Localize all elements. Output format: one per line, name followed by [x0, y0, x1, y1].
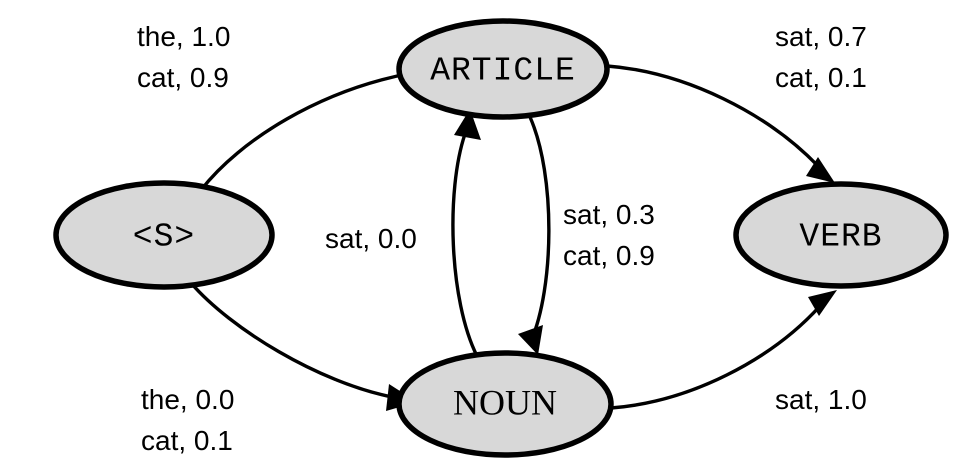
- node-verb-label: VERB: [799, 219, 882, 256]
- edge-article-to-noun: [518, 116, 551, 355]
- node-start-ellipse[interactable]: [53, 180, 275, 290]
- edge-label-line: cat, 0.1: [775, 62, 867, 93]
- node-noun-label: NOUN: [453, 382, 557, 422]
- edge-path-start-to-article: [199, 71, 413, 192]
- edge-label-line: the, 0.0: [141, 384, 235, 415]
- edge-label-noun-to-article: sat, 0.0: [325, 218, 417, 259]
- node-article-ellipse[interactable]: [396, 18, 610, 120]
- edge-label-start-to-article: the, 1.0 cat, 0.9: [137, 16, 230, 98]
- edge-label-start-to-noun: the, 0.0 cat, 0.1: [141, 379, 234, 461]
- edge-article-to-verb: [606, 64, 835, 183]
- node-noun[interactable]: NOUN: [396, 350, 614, 458]
- edge-path-article-to-verb: [606, 64, 820, 168]
- edge-label-line: cat, 0.1: [141, 425, 233, 456]
- edge-path-noun-to-verb: [610, 304, 822, 410]
- edge-label-line: sat, 1.0: [775, 384, 867, 415]
- edge-label-line: the, 1.0: [137, 21, 231, 52]
- arrowhead-noun-to-article: [454, 109, 481, 140]
- edge-label-line: sat, 0.3: [563, 199, 655, 230]
- arrowhead-article-to-verb: [806, 157, 835, 183]
- edge-label-line: sat, 0.7: [775, 21, 867, 52]
- arrowhead-noun-to-verb: [808, 290, 837, 316]
- node-verb-ellipse[interactable]: [733, 181, 949, 289]
- node-verb[interactable]: VERB: [733, 181, 949, 289]
- edge-label-line: cat, 0.9: [137, 62, 229, 93]
- node-article-label: ARTICLE: [430, 53, 576, 90]
- edge-label-line: sat, 0.0: [325, 223, 417, 254]
- edge-noun-to-verb: [610, 290, 837, 410]
- edge-path-noun-to-article: [451, 133, 479, 357]
- node-start-label: <S>: [133, 219, 195, 256]
- node-noun-ellipse[interactable]: [396, 350, 614, 458]
- node-article[interactable]: ARTICLE: [396, 18, 610, 120]
- edge-label-line: cat, 0.9: [563, 240, 655, 271]
- edge-path-article-to-noun: [528, 116, 551, 342]
- edge-noun-to-article: [451, 109, 481, 357]
- arrowhead-article-to-noun: [518, 325, 543, 355]
- node-start[interactable]: <S>: [53, 180, 275, 290]
- edge-path-start-to-noun: [189, 281, 393, 399]
- edge-label-noun-to-verb: sat, 1.0: [775, 379, 867, 420]
- edge-label-article-to-verb: sat, 0.7 cat, 0.1: [775, 16, 867, 98]
- edge-label-article-to-noun: sat, 0.3 cat, 0.9: [563, 194, 655, 276]
